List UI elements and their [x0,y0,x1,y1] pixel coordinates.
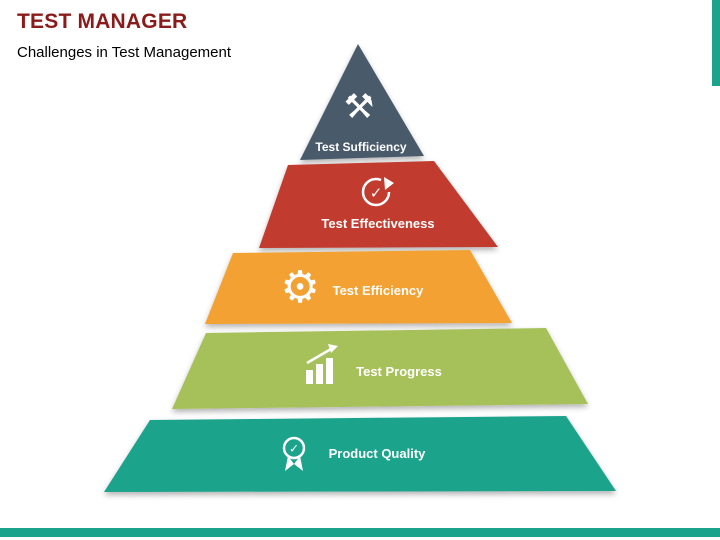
accent-bar-right [712,0,720,86]
pyramid-level-label: Test Sufficiency [315,140,406,154]
fist-wrench-icon: ⚒ [344,87,374,127]
pyramid-level-product-quality: ✓ Product Quality [104,416,616,492]
pyramid-band [205,250,512,324]
pyramid-level-label: Product Quality [329,446,427,461]
page-title: TEST MANAGER [17,10,188,33]
circular-arrow-check-icon: ✓ [361,177,394,207]
gear-check-icon: ⚙ [280,262,319,313]
pyramid-band [104,416,616,492]
award-ribbon-icon: ✓ [282,436,306,471]
growth-bars-icon [306,344,338,384]
pyramid-level-test-sufficiency: ⚒ Test Sufficiency [300,44,424,160]
pyramid-level-test-effectiveness: ✓ Test Effectiveness [259,161,498,248]
pyramid-band [172,328,588,409]
pyramid-level-label: Test Progress [356,364,442,379]
pyramid-level-label: Test Efficiency [333,283,425,298]
page-subtitle: Challenges in Test Management [17,44,232,61]
accent-bar-bottom [0,528,720,537]
pyramid-level-test-progress: Test Progress [172,328,588,409]
svg-text:✓: ✓ [289,442,299,456]
svg-text:✓: ✓ [370,184,383,202]
pyramid-level-test-efficiency: ⚙ Test Efficiency [205,250,512,324]
pyramid-level-label: Test Effectiveness [321,216,434,231]
pyramid-band [300,44,424,160]
